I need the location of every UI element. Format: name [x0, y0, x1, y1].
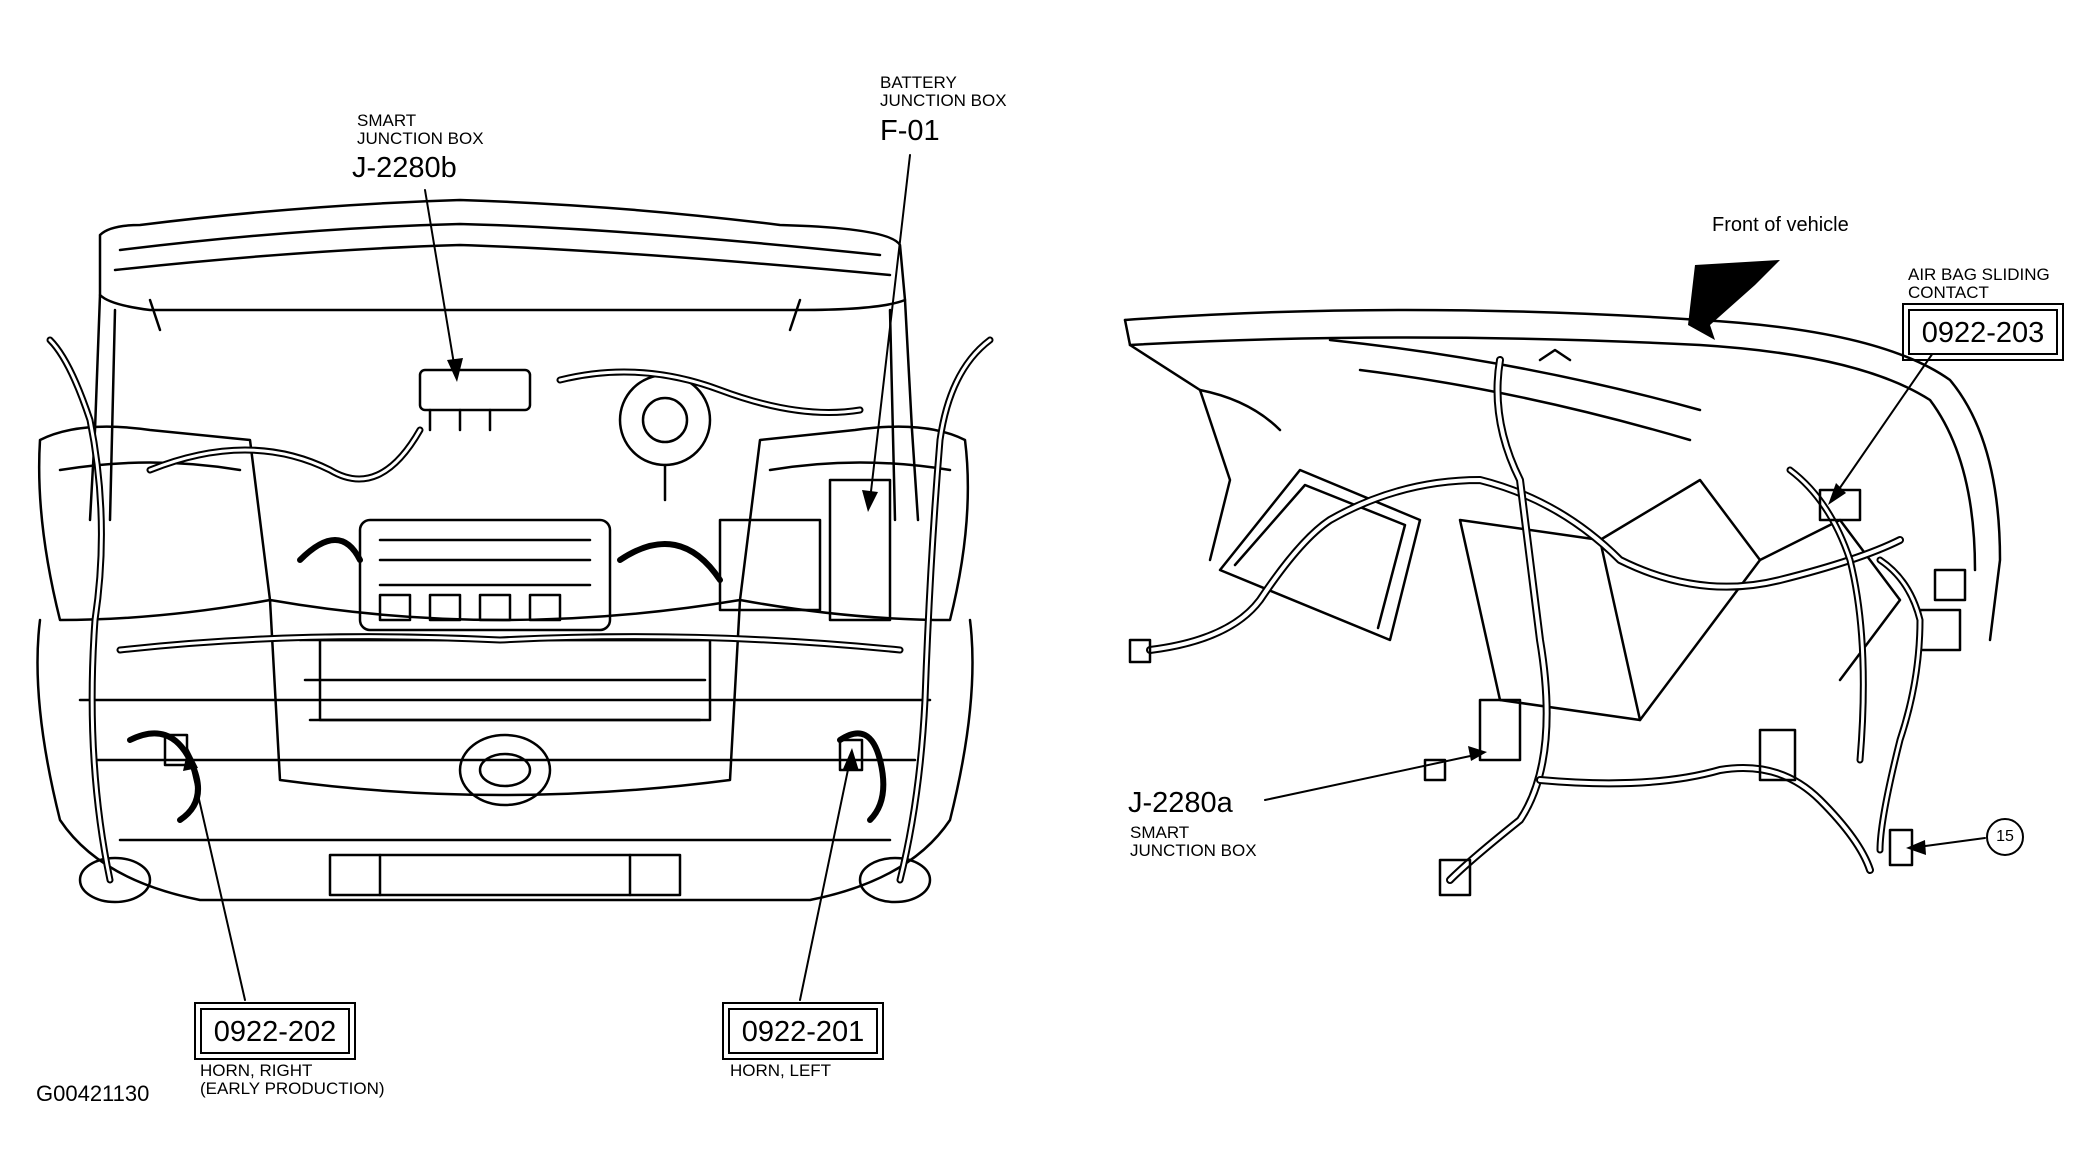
airbag-sliding-contact-title-1: AIR BAG SLIDING — [1908, 265, 2050, 284]
smart-junction-box-b-code: J-2280b — [352, 152, 457, 184]
right-leader-lines — [1264, 349, 1986, 848]
right-arrowheads — [1468, 483, 1926, 855]
airbag-connector-box: 0922-203 — [1902, 303, 2064, 361]
front-of-vehicle-label: Front of vehicle — [1712, 214, 1849, 236]
smart-junction-box-a-title-2: JUNCTION BOX — [1130, 841, 1257, 860]
left-leader-lines — [189, 154, 911, 1001]
horn-left-connector-box: 0922-201 — [722, 1002, 884, 1060]
battery-junction-box-title-1: BATTERY — [880, 73, 957, 92]
airbag-sliding-contact-title-2: CONTACT — [1908, 283, 1989, 302]
horn-left-desc-1: HORN, LEFT — [730, 1061, 832, 1080]
smart-junction-box-a-code: J-2280a — [1128, 787, 1233, 819]
horn-right-desc-1: HORN, RIGHT — [200, 1061, 313, 1080]
front-of-vehicle-arrow — [1688, 260, 1780, 340]
horn-right-desc-2: (EARLY PRODUCTION) — [200, 1079, 385, 1098]
left-arrowheads — [183, 358, 878, 771]
callout-number-circle: 15 — [1986, 818, 2024, 856]
figure-id: G00421130 — [36, 1081, 150, 1106]
smart-junction-box-b-title-2: JUNCTION BOX — [357, 129, 484, 148]
horn-right-connector-box: 0922-202 — [194, 1002, 356, 1060]
smart-junction-box-b-title-1: SMART — [357, 111, 417, 130]
battery-junction-box-code: F-01 — [880, 115, 940, 147]
engine-bay-illustration — [36, 198, 994, 904]
instrument-panel-illustration — [1123, 308, 2002, 897]
battery-junction-box-title-2: JUNCTION BOX — [880, 91, 1007, 110]
smart-junction-box-a-title-1: SMART — [1130, 823, 1190, 842]
